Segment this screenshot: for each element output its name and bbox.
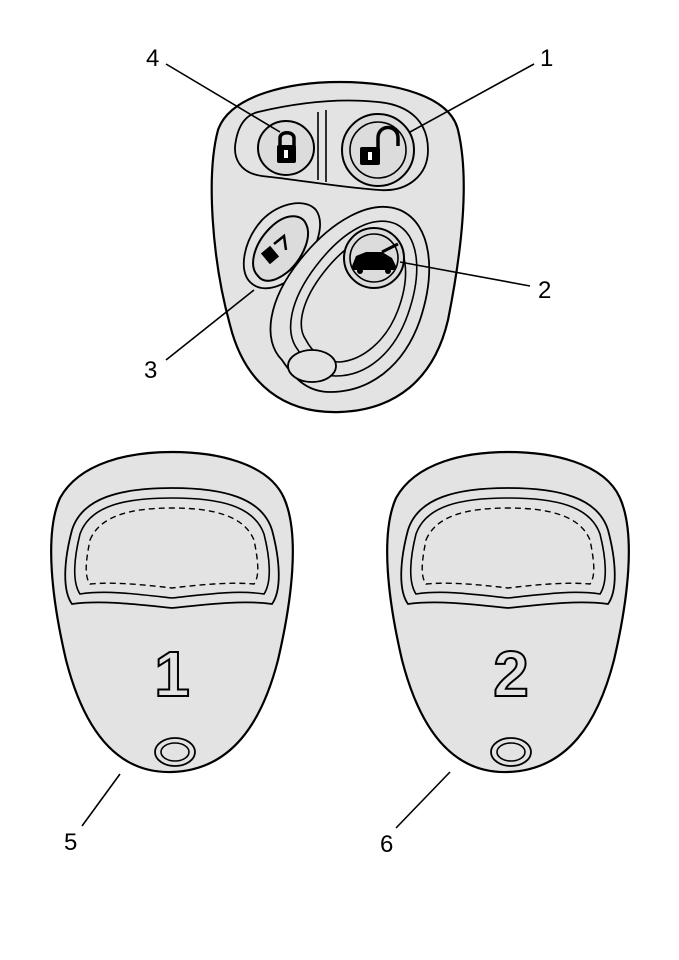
battery-cover-2: 2: [386, 450, 630, 774]
cover-window-1: [64, 487, 280, 609]
callout-1: 1: [540, 45, 553, 72]
leader-5: [81, 773, 121, 827]
callout-2: 2: [538, 277, 551, 304]
unlock-button[interactable]: [341, 113, 415, 187]
callout-5: 5: [64, 829, 77, 856]
callout-4: 4: [146, 45, 159, 72]
trunk-icon: [352, 242, 399, 274]
leader-1: [409, 63, 535, 133]
callout-numbers: 1 2 3 4 5 6: [64, 45, 553, 858]
lock-icon: [277, 131, 296, 163]
callout-3: 3: [144, 357, 157, 384]
cover-digit-2: 2: [493, 638, 529, 710]
leader-2: [399, 261, 531, 287]
leader-4: [165, 63, 281, 133]
leader-lines: [81, 63, 535, 829]
cover-window-2: [400, 487, 616, 609]
fuel-door-icon: [260, 233, 288, 265]
leader-6: [395, 771, 451, 829]
trunk-button[interactable]: [343, 227, 405, 289]
lanyard-hole: [287, 349, 337, 383]
lock-button[interactable]: [257, 120, 315, 176]
callout-6: 6: [380, 831, 393, 858]
cover-digit-1: 1: [154, 638, 190, 710]
transmitter-assembly: [210, 80, 465, 414]
leader-3: [165, 289, 255, 361]
battery-cover-1: 1: [50, 450, 294, 774]
unlock-icon: [360, 125, 400, 165]
